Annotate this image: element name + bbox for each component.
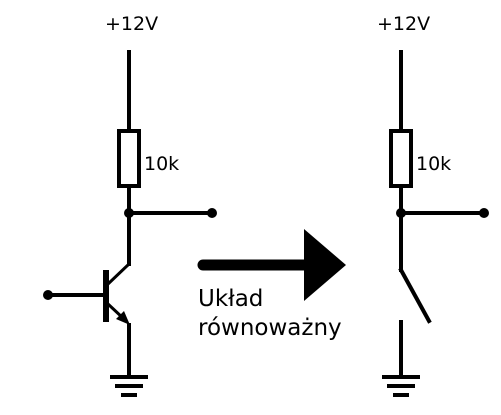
equivalence-arrow: Układ równoważny — [197, 229, 346, 341]
right-resistor — [389, 129, 413, 188]
left-resistor-label: 10k — [144, 153, 179, 175]
right-resistor-label: 10k — [416, 153, 451, 175]
base-input-terminal — [43, 290, 53, 300]
arrow-caption-line2: równoważny — [198, 315, 342, 341]
emitter-arrow-icon — [116, 311, 130, 325]
left-ground-icon — [110, 375, 148, 397]
right-output-terminal — [479, 208, 489, 218]
transistor-collector-lead — [106, 262, 131, 286]
left-output-terminal — [207, 208, 217, 218]
open-switch-blade — [398, 267, 432, 324]
right-ground-icon — [382, 375, 420, 397]
right-circuit: +12V 10k — [377, 13, 489, 397]
right-junction-dot — [396, 208, 406, 218]
right-supply-label: +12V — [377, 13, 430, 35]
left-circuit: +12V 10k — [43, 13, 217, 397]
left-supply-label: +12V — [105, 13, 158, 35]
arrow-caption-line1: Układ — [198, 286, 263, 312]
left-resistor — [117, 129, 141, 188]
left-junction-dot — [124, 208, 134, 218]
npn-transistor-symbol — [43, 262, 131, 325]
arrow-head-icon — [304, 229, 346, 301]
